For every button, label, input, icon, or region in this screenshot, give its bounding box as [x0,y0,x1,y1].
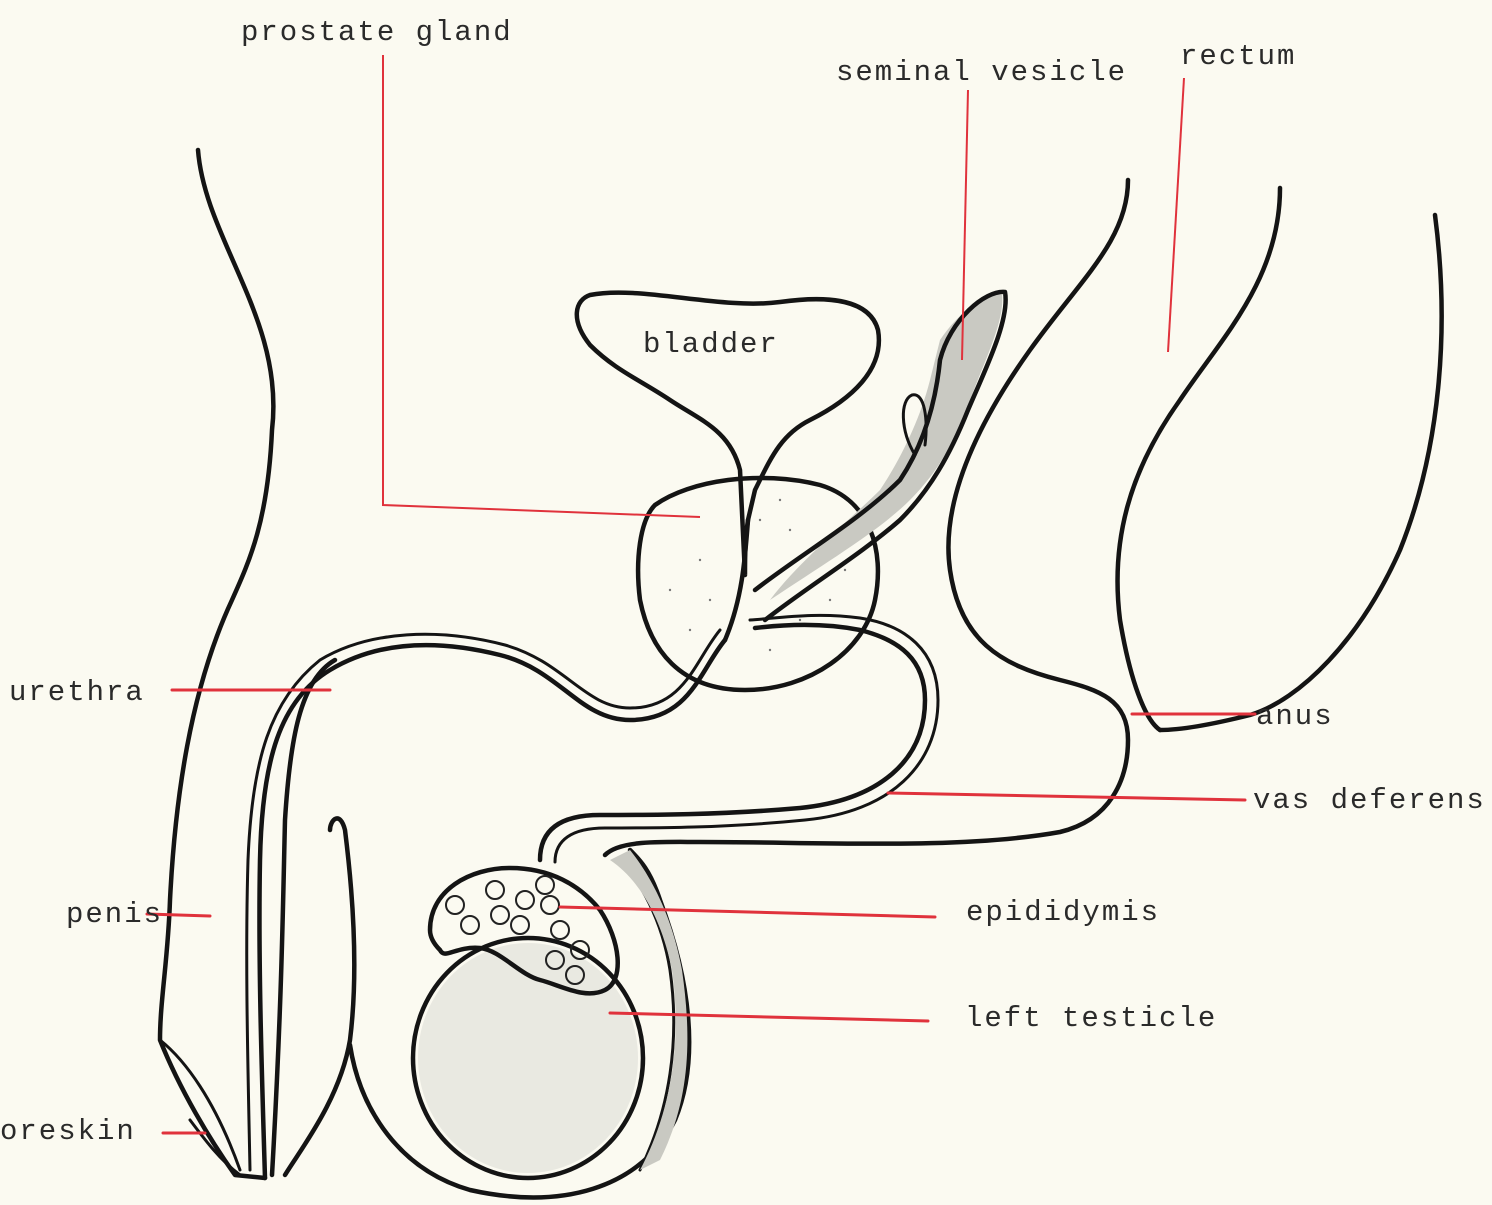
glans-tip [160,1040,240,1170]
label-left-testicle: left testicle [965,1004,1217,1033]
label-rectum: rectum [1180,42,1296,71]
label-vas-deferens: vas deferens [1253,786,1486,815]
label-foreskin: oreskin [0,1117,136,1146]
leader-epididymis [560,907,935,917]
glans-split [285,818,354,1175]
body-outline-front [160,150,273,1178]
leader-rectum [1168,78,1184,352]
rectum-left [1118,188,1281,730]
label-seminal-vesicle: seminal vesicle [836,58,1127,87]
label-urethra: urethra [9,678,145,707]
label-prostate-gland: prostate gland [241,18,513,47]
label-penis: penis [66,900,163,929]
label-epididymis: epididymis [966,898,1160,927]
prostate-outline [638,478,878,690]
leader-left-testicle [610,1013,928,1021]
leader-vas-deferens [888,793,1245,800]
rectum-right [1160,215,1442,730]
leader-prostate-gland [383,55,700,517]
label-bladder: bladder [643,330,779,359]
label-anus: anus [1256,702,1334,731]
ejaculatory-duct [725,520,748,640]
testicle-shade [418,943,638,1173]
penis-underside [272,660,335,1175]
vas-deferens-inner [555,615,938,862]
